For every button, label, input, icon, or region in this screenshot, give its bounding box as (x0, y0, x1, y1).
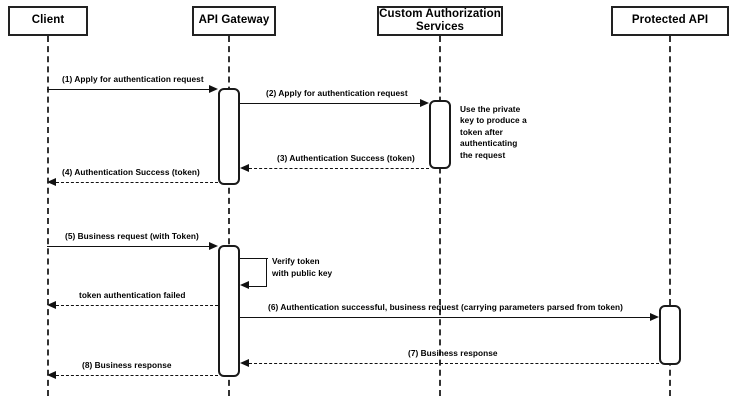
participant-protected-api-label: Protected API (631, 14, 709, 27)
message-line-2[interactable] (240, 103, 421, 104)
self-message-label-line2: with public key (272, 268, 333, 278)
lifeline-custom-authorization-services (439, 36, 441, 396)
message-label-7: (6) Authentication successful, business … (268, 302, 623, 312)
activation-api-gateway-business (218, 245, 240, 377)
participant-api-gateway-label: API Gateway (198, 14, 270, 27)
self-message-label-line1: Verify token (272, 256, 320, 266)
message-line-6[interactable] (56, 305, 218, 306)
note-line-4: authenticating (460, 138, 518, 149)
message-arrowhead-8 (240, 358, 249, 367)
message-label-2: (2) Apply for authentication request (266, 88, 408, 98)
message-line-8[interactable] (249, 363, 659, 364)
activation-protected-api (659, 305, 681, 365)
message-line-1[interactable] (47, 89, 210, 90)
message-label-8: (7) Business response (408, 348, 498, 358)
activation-custom-authorization-services (429, 100, 451, 169)
message-arrowhead-6 (47, 300, 56, 309)
message-arrowhead-9 (47, 370, 56, 379)
self-message-line-right[interactable] (266, 258, 267, 286)
message-label-6: token authentication failed (79, 290, 186, 300)
message-arrowhead-1 (209, 84, 218, 93)
participant-custom-authorization-services[interactable]: Custom Authorization Services (377, 6, 503, 36)
self-message-arrowhead (240, 281, 249, 289)
message-line-3[interactable] (249, 168, 429, 169)
lifeline-protected-api (669, 36, 671, 396)
participant-client[interactable]: Client (8, 6, 88, 36)
activation-api-gateway-auth (218, 88, 240, 185)
message-arrowhead-5 (209, 241, 218, 250)
lifeline-api-gateway (228, 36, 230, 396)
message-label-9: (8) Business response (82, 360, 172, 370)
note-private-key: Use the private key to produce a token a… (460, 104, 527, 161)
participant-client-label: Client (31, 14, 65, 27)
self-message-line-bottom[interactable] (249, 285, 267, 287)
message-label-1: (1) Apply for authentication request (62, 74, 204, 84)
participant-protected-api[interactable]: Protected API (611, 6, 729, 36)
message-label-3: (3) Authentication Success (token) (277, 153, 415, 163)
participant-api-gateway[interactable]: API Gateway (192, 6, 276, 36)
message-arrowhead-2 (420, 98, 429, 107)
message-line-4[interactable] (56, 182, 218, 183)
message-line-5[interactable] (47, 246, 210, 247)
message-arrowhead-7 (650, 312, 659, 321)
note-line-1: Use the private (460, 104, 521, 114)
note-line-5: the request (460, 149, 506, 160)
message-line-9[interactable] (56, 375, 218, 376)
self-message-line-top[interactable] (240, 258, 268, 259)
message-label-5: (5) Business request (with Token) (65, 231, 199, 241)
message-label-4: (4) Authentication Success (token) (62, 167, 200, 177)
lifeline-client (47, 36, 49, 396)
note-line-2: key to produce a (460, 115, 527, 126)
note-line-3: token after (460, 126, 503, 137)
message-line-7[interactable] (240, 317, 651, 318)
message-arrowhead-4 (47, 177, 56, 186)
message-arrowhead-3 (240, 163, 249, 172)
participant-custom-authorization-services-label: Custom Authorization Services (379, 7, 501, 33)
